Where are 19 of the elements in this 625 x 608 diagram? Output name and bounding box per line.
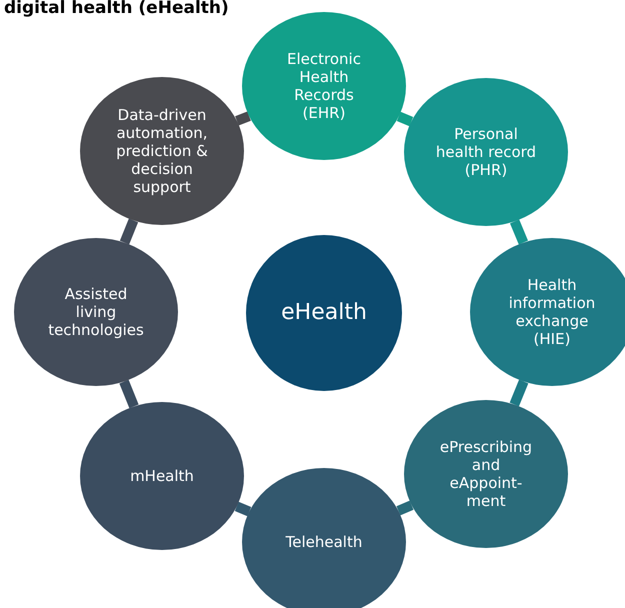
connector-bar <box>396 112 414 126</box>
connector-bar <box>234 502 252 516</box>
circle-label: Personal health record (PHR) <box>434 125 538 179</box>
circle-label: mHealth <box>130 467 194 485</box>
connector-bar <box>235 111 251 126</box>
connector-bar <box>510 219 528 245</box>
circle-label: Electronic Health Records (EHR) <box>286 50 362 122</box>
connector-bar <box>120 218 138 244</box>
topic-circle <box>242 468 406 608</box>
connector-bar <box>510 380 528 406</box>
circle-label: Data-driven automation, prediction & decision support <box>115 106 209 196</box>
diagram-title: digital health (eHealth) <box>4 0 229 18</box>
connector-bar <box>396 500 414 516</box>
circle-label: Health information exchange (HIE) <box>508 276 596 348</box>
circle-label: ePrescribing and eAppoint-ment <box>438 438 534 510</box>
circle-label: eHealth <box>281 300 367 326</box>
circle-label: Assisted living technologies <box>47 285 145 339</box>
connector-bar <box>119 380 139 408</box>
circle-label: Telehealth <box>286 533 362 551</box>
